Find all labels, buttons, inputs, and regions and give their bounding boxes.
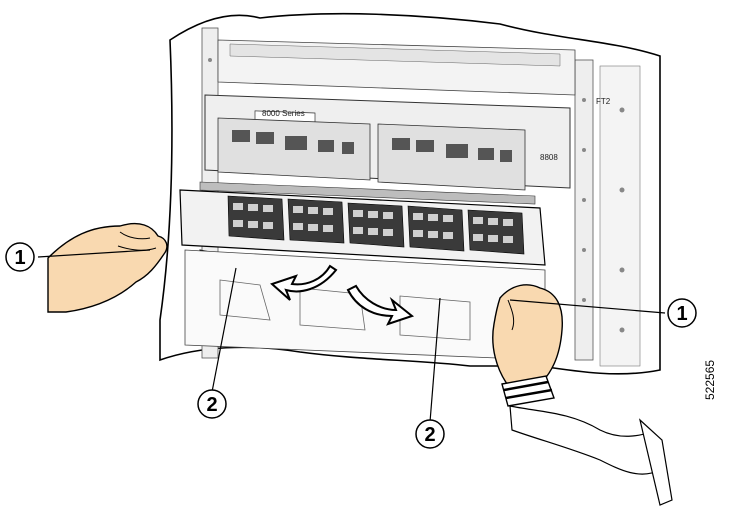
callout-number: 2	[424, 424, 435, 446]
callout-leaders	[37, 249, 666, 423]
callout-1-left: 1	[5, 242, 35, 272]
callout-number: 2	[206, 394, 217, 416]
rotate-left-arrow-icon	[270, 264, 338, 301]
left-hand	[47, 222, 168, 313]
model-label: 8808	[540, 153, 558, 162]
rotation-arrows	[270, 264, 415, 326]
callout-2-left: 2	[197, 389, 227, 419]
callout-number: 1	[14, 247, 25, 269]
figure-id: 522565	[703, 360, 717, 400]
right-hand	[492, 284, 673, 506]
callout-number: 1	[676, 303, 687, 325]
series-label: 8000 Series	[262, 109, 305, 118]
rotate-right-arrow-icon	[346, 284, 415, 326]
route-processor-row: 8000 Series 8808 FT2	[199, 94, 611, 205]
callout-1-right: 1	[667, 298, 697, 328]
callout-2-right: 2	[415, 419, 445, 449]
slot-label: FT2	[596, 97, 611, 106]
